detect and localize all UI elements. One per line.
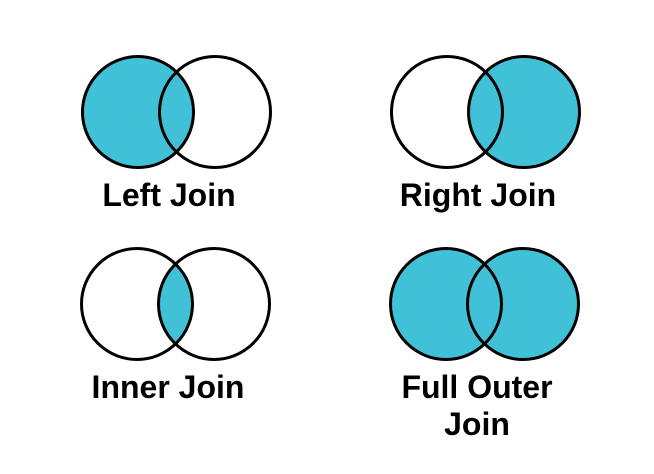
right-circle-outline (157, 247, 271, 361)
full-outer-join-figure: Full Outer Join (355, 245, 615, 443)
left-join-venn-diagram (81, 55, 272, 169)
left-circle-outline (390, 55, 504, 169)
right-join-venn-diagram (390, 55, 581, 169)
right-join-label: Right Join (399, 177, 557, 213)
right-circle-outline (467, 55, 581, 169)
inner-join-figure: Inner Join (46, 245, 306, 406)
right-circle-outline (466, 247, 580, 361)
inner-join-venn-diagram (80, 247, 271, 361)
left-join-figure: Left Join (47, 53, 307, 214)
full-outer-join-label: Full Outer Join (401, 369, 553, 442)
left-circle-outline (81, 55, 195, 169)
left-circle-outline (389, 247, 503, 361)
left-join-label: Left Join (102, 177, 236, 213)
inner-join-label: Inner Join (91, 369, 245, 405)
right-circle-outline (158, 55, 272, 169)
full-outer-join-venn-diagram (389, 247, 580, 361)
right-join-figure: Right Join (356, 53, 616, 214)
left-circle-outline (80, 247, 194, 361)
